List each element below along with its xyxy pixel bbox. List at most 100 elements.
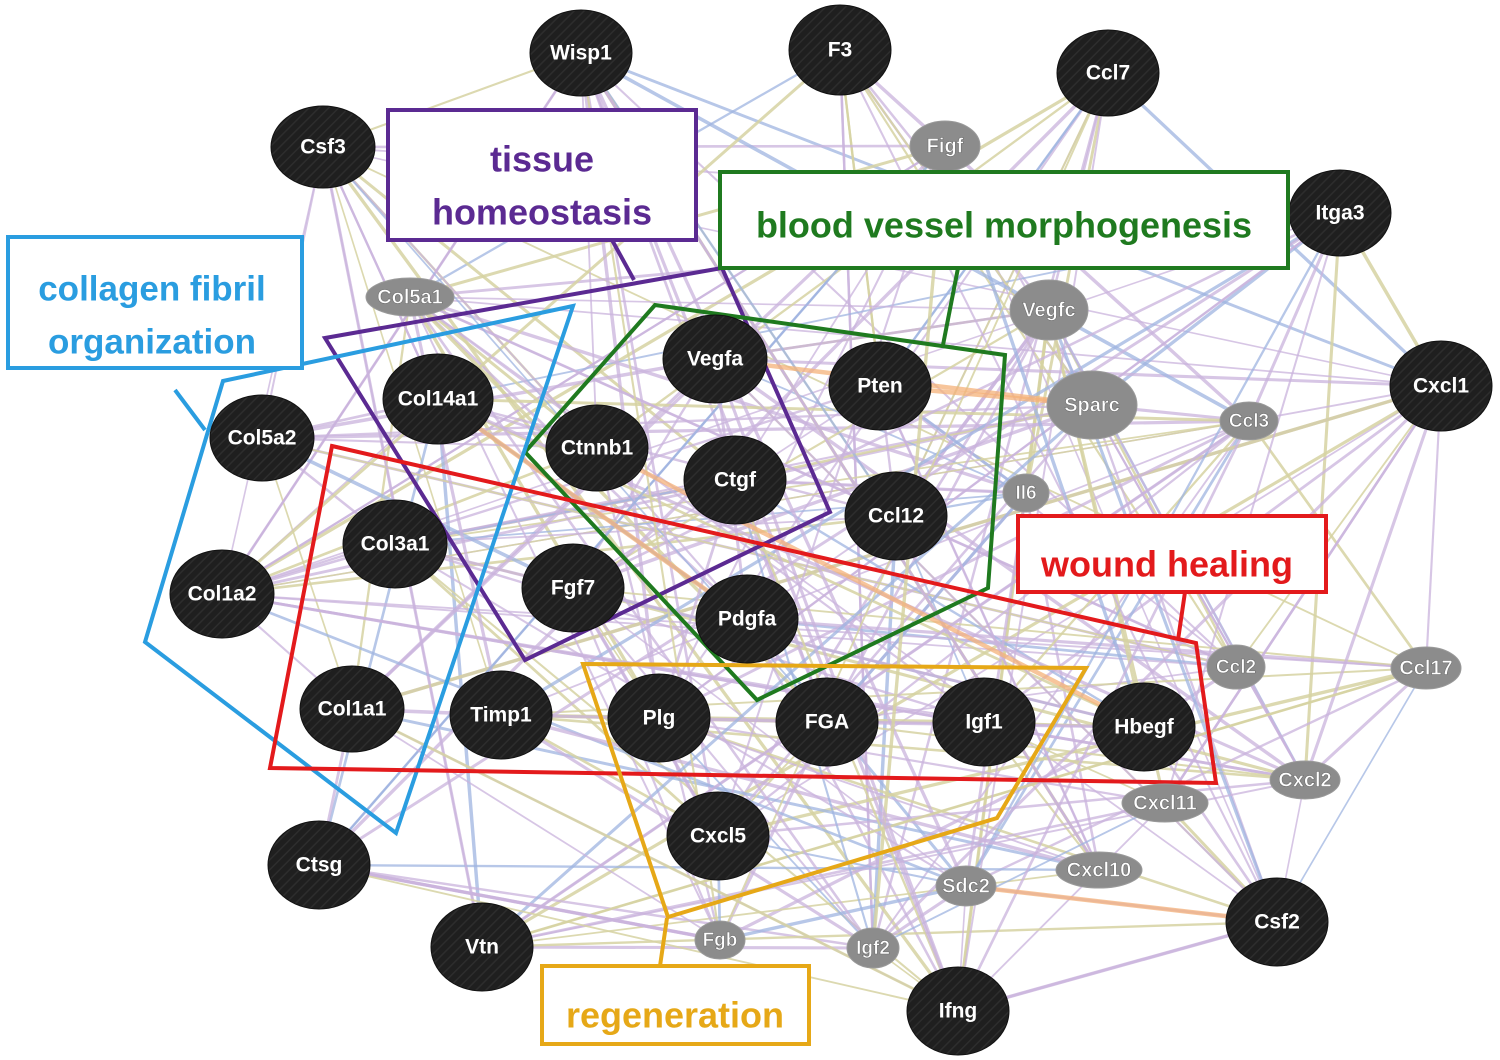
gene-node-fgf7[interactable]: Fgf7 [521, 543, 625, 633]
network-edge [318, 863, 721, 942]
gene-node-shape[interactable] [1389, 340, 1493, 432]
gene-node-vtn[interactable]: Vtn [430, 902, 534, 992]
gene-node-shape[interactable] [844, 471, 948, 561]
gene-node-vegfa[interactable]: Vegfa [662, 314, 768, 404]
gene-node-shape[interactable] [342, 499, 448, 589]
gene-node-shape[interactable] [1055, 851, 1143, 889]
gene-node-ccl12[interactable]: Ccl12 [844, 471, 948, 561]
gene-node-ifng[interactable]: Ifng [906, 966, 1010, 1056]
gene-node-il6[interactable]: Il6 [1002, 473, 1050, 513]
gene-node-fgb[interactable]: Fgb [694, 920, 746, 960]
gene-node-shape[interactable] [775, 677, 879, 767]
gene-node-shape[interactable] [662, 314, 768, 404]
gene-node-shape[interactable] [1269, 760, 1341, 800]
gene-node-shape[interactable] [1206, 644, 1266, 690]
gene-node-cxcl5[interactable]: Cxcl5 [666, 791, 770, 881]
gene-node-shape[interactable] [1002, 473, 1050, 513]
gene-node-timp1[interactable]: Timp1 [449, 670, 553, 760]
network-edge [480, 403, 1094, 949]
gene-node-col5a2[interactable]: Col5a2 [209, 394, 315, 482]
gene-node-plg[interactable]: Plg [607, 673, 711, 763]
gene-node-shape[interactable] [607, 673, 711, 763]
gene-node-shape[interactable] [1225, 877, 1329, 967]
gene-node-shape[interactable] [935, 865, 997, 907]
gene-node-shape[interactable] [169, 549, 275, 639]
collagen-fibril-organization-outline [142, 303, 577, 837]
gene-node-csf3[interactable]: Csf3 [270, 105, 376, 189]
collagen-fibril-organization-label-line: organization [48, 322, 256, 361]
gene-node-shape[interactable] [932, 677, 1036, 767]
gene-node-label: Vtn [465, 936, 499, 959]
gene-node-figf[interactable]: Figf [909, 120, 981, 172]
gene-node-col3a1[interactable]: Col3a1 [342, 499, 448, 589]
gene-node-label: Plg [643, 707, 676, 730]
gene-node-sparc[interactable]: Sparc [1046, 370, 1138, 440]
gene-node-shape[interactable] [906, 966, 1010, 1056]
gene-node-igf2[interactable]: Igf2 [846, 927, 900, 969]
gene-node-shape[interactable] [695, 574, 799, 664]
gene-node-shape[interactable] [521, 543, 625, 633]
gene-node-itga3[interactable]: Itga3 [1288, 169, 1392, 257]
gene-node-shape[interactable] [299, 665, 405, 753]
gene-node-label: Col14a1 [398, 388, 479, 411]
gene-node-shape[interactable] [1092, 682, 1196, 772]
tissue-homeostasis-leader-line [610, 239, 636, 281]
gene-node-cxcl1[interactable]: Cxcl1 [1389, 340, 1493, 432]
gene-node-csf2[interactable]: Csf2 [1225, 877, 1329, 967]
tissue-homeostasis-label-line: tissue [490, 139, 594, 180]
gene-node-ctsg[interactable]: Ctsg [267, 820, 371, 910]
gene-node-label: Pdgfa [718, 608, 777, 631]
gene-node-shape[interactable] [382, 353, 494, 445]
gene-node-shape[interactable] [209, 394, 315, 482]
network-edge [1303, 385, 1443, 781]
gene-node-label: Ctsg [296, 854, 343, 877]
gene-node-shape[interactable] [694, 920, 746, 960]
gene-node-shape[interactable] [1390, 646, 1462, 690]
gene-node-shape[interactable] [1009, 279, 1089, 341]
gene-node-label: Ccl3 [1229, 411, 1269, 432]
gene-node-shape[interactable] [430, 902, 534, 992]
gene-node-label: Hbegf [1114, 716, 1175, 739]
gene-node-ccl7[interactable]: Ccl7 [1056, 29, 1160, 117]
gene-node-ctnnb1[interactable]: Ctnnb1 [545, 404, 649, 492]
wound-healing-outline [267, 443, 1219, 786]
gene-node-fga[interactable]: FGA [775, 677, 879, 767]
gene-node-igf1[interactable]: Igf1 [932, 677, 1036, 767]
gene-node-shape[interactable] [828, 341, 932, 431]
gene-node-col14a1[interactable]: Col14a1 [382, 353, 494, 445]
gene-node-col1a1[interactable]: Col1a1 [299, 665, 405, 753]
gene-node-ccl3[interactable]: Ccl3 [1219, 401, 1279, 441]
gene-node-shape[interactable] [788, 4, 892, 96]
gene-node-f3[interactable]: F3 [788, 4, 892, 96]
gene-node-pdgfa[interactable]: Pdgfa [695, 574, 799, 664]
gene-node-label: Col1a2 [188, 583, 257, 606]
gene-node-shape[interactable] [529, 9, 633, 97]
gene-node-shape[interactable] [1219, 401, 1279, 441]
gene-node-cxcl11[interactable]: Cxcl11 [1121, 783, 1209, 823]
gene-node-ctgf[interactable]: Ctgf [683, 435, 787, 525]
gene-node-shape[interactable] [1056, 29, 1160, 117]
gene-node-ccl2[interactable]: Ccl2 [1206, 644, 1266, 690]
gene-node-shape[interactable] [846, 927, 900, 969]
gene-node-col5a1[interactable]: Col5a1 [365, 277, 455, 317]
gene-node-shape[interactable] [666, 791, 770, 881]
gene-node-shape[interactable] [267, 820, 371, 910]
gene-node-sdc2[interactable]: Sdc2 [935, 865, 997, 907]
gene-node-shape[interactable] [449, 670, 553, 760]
gene-node-shape[interactable] [545, 404, 649, 492]
gene-node-cxcl2[interactable]: Cxcl2 [1269, 760, 1341, 800]
gene-node-pten[interactable]: Pten [828, 341, 932, 431]
gene-node-shape[interactable] [365, 277, 455, 317]
gene-node-cxcl10[interactable]: Cxcl10 [1055, 851, 1143, 889]
gene-node-ccl17[interactable]: Ccl17 [1390, 646, 1462, 690]
gene-node-shape[interactable] [270, 105, 376, 189]
gene-node-vegfc[interactable]: Vegfc [1009, 279, 1089, 341]
gene-node-wisp1[interactable]: Wisp1 [529, 9, 633, 97]
gene-node-shape[interactable] [683, 435, 787, 525]
gene-node-shape[interactable] [1121, 783, 1209, 823]
gene-node-hbegf[interactable]: Hbegf [1092, 682, 1196, 772]
gene-node-col1a2[interactable]: Col1a2 [169, 549, 275, 639]
gene-node-shape[interactable] [1046, 370, 1138, 440]
gene-node-label: Ctnnb1 [561, 437, 634, 460]
